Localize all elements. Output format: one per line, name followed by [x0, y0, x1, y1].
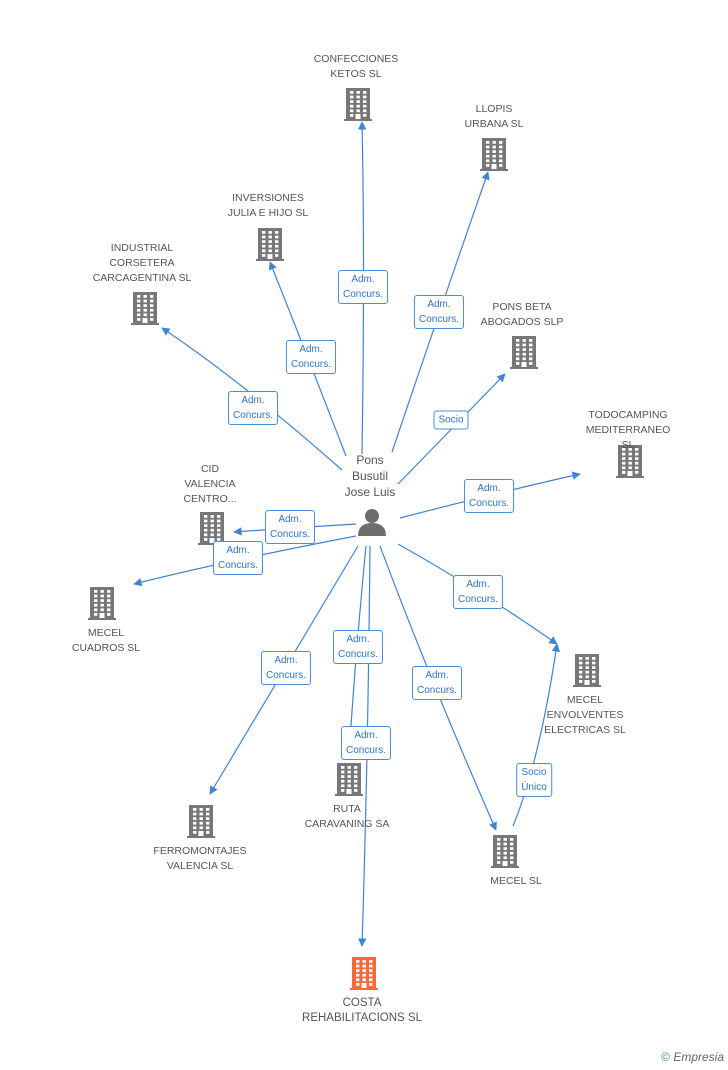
building-icon-costa[interactable]	[350, 957, 378, 990]
edge-label-mecelenv[interactable]: Adm. Concurs.	[452, 575, 504, 609]
footer-brand: © Empresia	[661, 1050, 724, 1064]
building-icon-mecelcuadros[interactable]	[88, 587, 116, 620]
building-icon-mecelenv[interactable]	[573, 654, 601, 687]
company-name-llopis[interactable]: LLOPIS URBANA SL	[464, 103, 524, 130]
building-icon-todocamping[interactable]	[616, 445, 644, 478]
edge-label-mecel[interactable]: Adm. Concurs.	[411, 666, 463, 700]
edge-label-confecciones[interactable]: Adm. Concurs.	[337, 270, 389, 304]
company-name-mecelenv[interactable]: MECEL ENVOLVENTES ELECTRICAS SL	[544, 694, 626, 736]
building-icon-cid[interactable]	[198, 512, 226, 545]
company-name-inversiones[interactable]: INVERSIONES JULIA E HIJO SL	[227, 192, 309, 219]
edge-label-llopis[interactable]: Adm. Concurs.	[413, 295, 465, 329]
building-icon-industrial[interactable]	[131, 292, 159, 325]
company-name-confecciones[interactable]: CONFECCIONES KETOS SL	[313, 53, 399, 80]
company-name-industrial[interactable]: INDUSTRIAL CORSETERA CARCAGENTINA SL	[92, 242, 192, 284]
building-icon-mecel[interactable]	[491, 835, 519, 868]
company-name-mecelcuadros[interactable]: MECEL CUADROS SL	[71, 627, 141, 654]
edge-label-ruta[interactable]: Adm. Concurs.	[332, 630, 384, 664]
edge-label-costa[interactable]: Adm. Concurs.	[340, 726, 392, 760]
building-icon-llopis[interactable]	[480, 138, 508, 171]
edge-label-ponsbeta[interactable]: Socio	[433, 410, 469, 430]
building-icon-confecciones[interactable]	[344, 88, 372, 121]
edge-center-industrial	[161, 327, 343, 471]
person-icon[interactable]	[358, 509, 386, 536]
building-icon-ruta[interactable]	[335, 763, 363, 796]
edge-label-mecelenv[interactable]: Socio Único	[516, 763, 552, 797]
company-name-mecel[interactable]: MECEL SL	[490, 875, 542, 887]
building-icon-inversiones[interactable]	[256, 228, 284, 261]
company-name-ruta[interactable]: RUTA CARAVANING SA	[304, 803, 390, 830]
edge-label-cid[interactable]: Adm. Concurs.	[264, 510, 316, 544]
company-name-ferromontajes[interactable]: FERROMONTAJES VALENCIA SL	[153, 845, 247, 872]
company-name-todocamping[interactable]: TODOCAMPING MEDITERRANEO SL	[585, 409, 671, 451]
company-name-cid[interactable]: CID VALENCIA CENTRO...	[183, 463, 237, 505]
copyright-icon: ©	[661, 1050, 670, 1064]
edge-mecel-mecelenv	[512, 643, 561, 827]
company-name-ponsbeta[interactable]: PONS BETA ABOGADOS SLP	[480, 301, 564, 328]
edge-label-todocamping[interactable]: Adm. Concurs.	[463, 479, 515, 513]
person-name[interactable]: Pons Busutil Jose Luis	[344, 453, 396, 499]
brand-name: Empresia	[673, 1050, 724, 1064]
company-name-costa[interactable]: COSTA REHABILITACIONS SL	[302, 997, 422, 1024]
building-icon-ferromontajes[interactable]	[187, 805, 215, 838]
building-icon-ponsbeta[interactable]	[510, 336, 538, 369]
edge-label-industrial[interactable]: Adm. Concurs.	[227, 391, 279, 425]
edge-label-mecelcuadros[interactable]: Adm. Concurs.	[212, 541, 264, 575]
edge-label-inversiones[interactable]: Adm. Concurs.	[285, 340, 337, 374]
edge-label-ferromontajes[interactable]: Adm. Concurs.	[260, 651, 312, 685]
